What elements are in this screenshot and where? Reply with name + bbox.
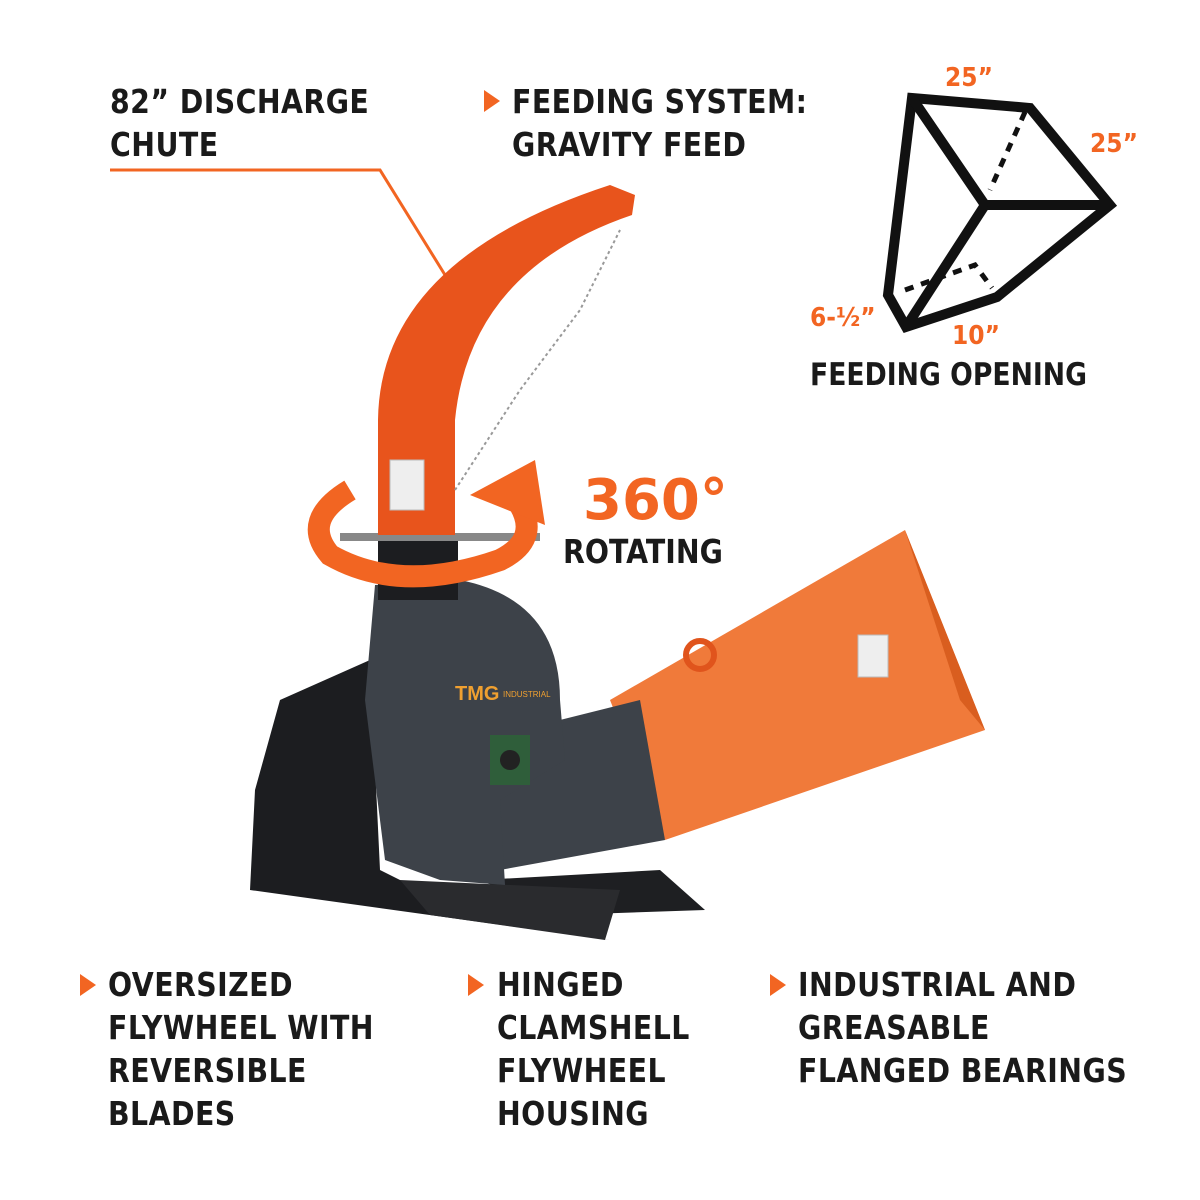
feed-tube: [480, 700, 665, 870]
dim-top-width: 25”: [945, 63, 993, 93]
hopper-tow-ring: [683, 638, 717, 672]
rotation-arrow: [307, 480, 538, 588]
flywheel-housing: [365, 580, 565, 885]
bullet-arrow-icon: [468, 974, 484, 996]
feeding-opening-diagram: [882, 92, 1118, 334]
feeding-opening-title: FEEDING OPENING: [810, 357, 1088, 393]
bullet-arrow-icon: [484, 90, 500, 112]
brand-logo: TMG INDUSTRIAL: [455, 683, 551, 705]
rotation-label: ROTATING: [563, 532, 723, 571]
chute-chain: [454, 229, 621, 491]
feed-hopper: [610, 530, 985, 840]
bullet-arrow-icon: [80, 974, 96, 996]
callout-housing: HINGED CLAMSHELL FLYWHEEL HOUSING: [497, 965, 690, 1133]
chute-leader-line: [110, 168, 452, 284]
callout-bearings: INDUSTRIAL AND GREASABLE FLANGED BEARING…: [798, 965, 1128, 1090]
dim-opening-height: 6-½”: [810, 303, 876, 333]
hopper-warning-decal: [857, 634, 889, 678]
svg-text:TMG: TMG: [455, 683, 499, 705]
discharge-chute: [378, 185, 635, 535]
chute-warning-decal: [389, 459, 425, 511]
dim-side-length: 25”: [1090, 129, 1138, 159]
base-rail: [400, 880, 620, 940]
callout-feeding-system: FEEDING SYSTEM: GRAVITY FEED: [512, 82, 808, 164]
dim-opening-width: 10”: [952, 321, 1000, 351]
callout-discharge-chute: 82” DISCHARGE CHUTE: [110, 82, 370, 164]
feed-hopper-side: [905, 530, 985, 730]
bullet-arrow-icon: [770, 974, 786, 996]
base-skid: [250, 660, 610, 940]
bearing-center: [500, 750, 520, 770]
rotation-arrowhead: [470, 460, 545, 525]
chute-plate: [340, 533, 540, 541]
rotation-value: 360°: [583, 468, 728, 533]
callout-flywheel: OVERSIZED FLYWHEEL WITH REVERSIBLE BLADE…: [108, 965, 374, 1133]
svg-text:INDUSTRIAL: INDUSTRIAL: [503, 690, 551, 699]
